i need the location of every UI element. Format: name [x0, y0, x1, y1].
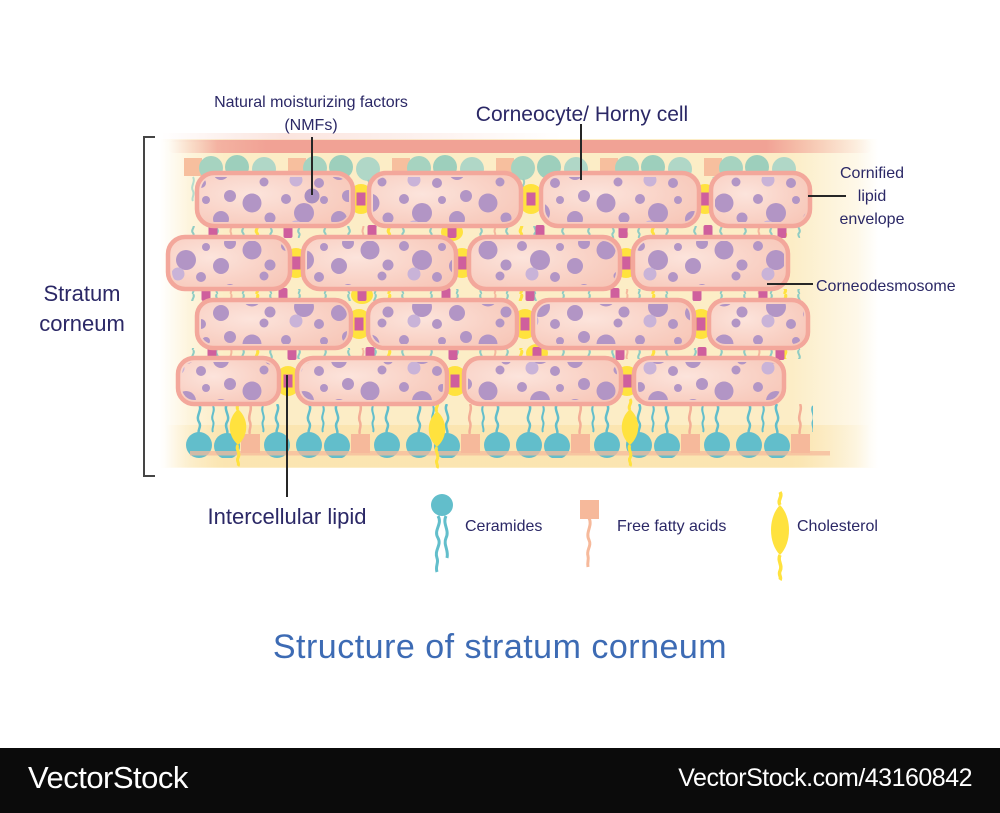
corneocyte-cell [175, 355, 282, 407]
cornified-label-line1: Cornified [839, 165, 905, 182]
diagram-title: Structure of stratum corneum [272, 628, 728, 666]
corneocyte-cell [706, 297, 811, 351]
cornified-leader-line [808, 195, 846, 197]
stratum-corneum-label: Stratum corneum [22, 279, 142, 339]
nmf-granule [304, 188, 320, 204]
cholesterol-label: Cholesterol [797, 518, 878, 535]
corneocyte-label: Corneocyte/ Horny cell [475, 103, 689, 126]
nmf-label: Natural moisturizing factors (NMFs) [201, 91, 421, 137]
corneocyte-cell [365, 297, 520, 351]
corneocyte-leader-line [580, 124, 582, 180]
ceramides-label: Ceramides [465, 518, 543, 535]
corneodesmosome-label: Corneodesmosome [816, 278, 956, 295]
ceramide-icon [431, 494, 453, 573]
corneocyte-cell [194, 297, 354, 351]
corneocyte-cell [630, 234, 791, 292]
corneocyte-cell [530, 297, 697, 351]
bottom-lipid-baseline [190, 451, 830, 456]
nmf-label-line1: Natural moisturizing factors [214, 94, 408, 111]
corneocyte-rows [165, 170, 813, 407]
corneocyte-cell [631, 355, 787, 407]
corneocyte-cell [466, 234, 623, 292]
watermark-bar: VectorStock VectorStock.com/43160842 [0, 748, 1000, 813]
watermark-url: VectorStock.com/43160842 [678, 764, 972, 792]
cholesterol-icon [771, 491, 789, 581]
corneocyte-cell [461, 355, 624, 407]
watermark-brand: VectorStock [28, 760, 188, 795]
corneocyte-cell [366, 170, 524, 229]
corneocyte-cell [165, 234, 293, 292]
skin-surface-bar [168, 140, 872, 153]
stratum-corneum-bracket [143, 136, 155, 477]
free-fatty-acid-icon [580, 500, 599, 568]
free-fatty-acids-label: Free fatty acids [617, 518, 727, 535]
nmf-label-line2: (NMFs) [284, 117, 338, 135]
corneocyte-cell [708, 170, 813, 229]
corneocyte-cell [538, 170, 702, 229]
cornified-label-line2: lipid [857, 188, 887, 206]
bottom-lipid-layer [185, 404, 813, 458]
corneocyte-cell [300, 234, 459, 292]
cornified-label-line3: envelope [839, 211, 905, 229]
nmf-leader-line [311, 137, 313, 195]
corneodesmosome-leader-line [767, 283, 813, 285]
corneocyte-cell [294, 355, 450, 407]
intercellular-lipid-label: Intercellular lipid [207, 504, 367, 529]
surface-highlight [162, 133, 562, 142]
corneocyte-cell [194, 170, 356, 229]
cornified-label: Cornified lipid envelope [820, 162, 924, 232]
stratum-label-line1: Stratum [43, 281, 121, 306]
stratum-label-line2: corneum [39, 311, 125, 336]
intercellular-leader-line [286, 375, 288, 497]
